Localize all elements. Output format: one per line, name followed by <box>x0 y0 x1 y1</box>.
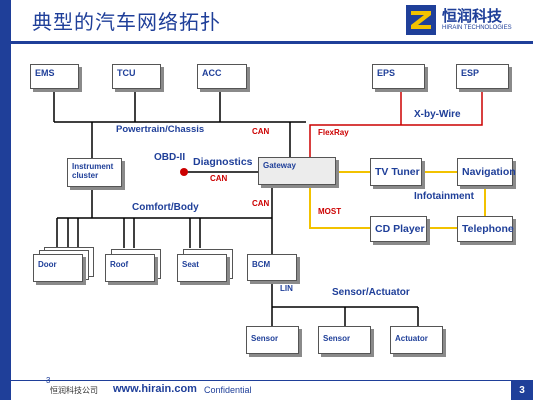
page-title: 典型的汽车网络拓扑 <box>32 10 221 34</box>
eps-node: EPS <box>372 64 425 89</box>
x-by-wire-label: X-by-Wire <box>414 109 461 120</box>
roof-label: Roof <box>110 260 129 269</box>
sensor1-label: Sensor <box>251 334 279 343</box>
flexray-bus <box>309 89 483 157</box>
actuator-node: Actuator <box>390 326 443 354</box>
can-label-1: CAN <box>252 127 270 136</box>
lin-label: LIN <box>280 284 293 293</box>
door-label: Door <box>38 260 57 269</box>
logo-name-cn: 恒润科技 <box>442 7 503 25</box>
gateway-label: Gateway <box>263 161 296 170</box>
acc-label: ACC <box>202 68 222 78</box>
can-label-2: CAN <box>210 174 228 183</box>
sensor2-label: Sensor <box>323 334 351 343</box>
roof-node: Roof <box>105 254 155 282</box>
sensor-actuator-label: Sensor/Actuator <box>332 287 410 298</box>
infotainment-label: Infotainment <box>414 191 474 202</box>
tcu-node: TCU <box>112 64 161 89</box>
acc-node: ACC <box>197 64 247 89</box>
sensor-node-2: Sensor <box>318 326 371 354</box>
most-label: MOST <box>318 207 342 216</box>
door-node: Door <box>33 254 83 282</box>
tcu-label: TCU <box>117 68 136 78</box>
cd-player-node: CD Player <box>370 216 427 242</box>
most-cd-gw <box>309 185 370 229</box>
eps-label: EPS <box>377 68 396 78</box>
ems-node: EMS <box>30 64 79 89</box>
telephone-node: Telephone <box>457 216 514 242</box>
left-accent-bar <box>0 0 11 400</box>
diagnostics-label: Diagnostics <box>193 156 253 168</box>
comfort-body-label: Comfort/Body <box>132 202 199 213</box>
can-label-3: CAN <box>252 199 270 208</box>
sensor-node-1: Sensor <box>246 326 299 354</box>
ems-label: EMS <box>35 68 55 78</box>
actuator-label: Actuator <box>395 334 428 343</box>
cd-player-label: CD Player <box>375 223 425 235</box>
footer-url-link[interactable]: www.hirain.com <box>113 383 197 395</box>
powertrain-chassis-label: Powertrain/Chassis <box>116 124 205 135</box>
esp-node: ESP <box>456 64 509 89</box>
hirain-logo-icon <box>406 5 436 35</box>
instrument-cluster-node: Instrument cluster <box>67 158 122 187</box>
obd-port-dot <box>180 168 188 176</box>
bcm-node: BCM <box>247 254 297 281</box>
footer-divider <box>11 380 533 381</box>
footer-confidential: Confidential <box>204 385 252 395</box>
navigation-label: Navigation <box>462 166 516 178</box>
title-divider <box>11 41 533 44</box>
seat-node: Seat <box>177 254 227 282</box>
tv-tuner-node: TV Tuner <box>370 158 422 186</box>
footer-company: 恒润科技公司 <box>50 386 98 395</box>
flexray-label: FlexRay <box>318 128 349 137</box>
obd-label: OBD-II <box>154 152 186 163</box>
page-number-badge: 3 <box>511 381 533 400</box>
logo-name-en: HIRAIN TECHNOLOGIES <box>442 25 512 31</box>
seat-label: Seat <box>182 260 199 269</box>
gateway-node: Gateway <box>258 157 336 185</box>
navigation-node: Navigation <box>457 158 516 186</box>
bcm-label: BCM <box>252 260 271 269</box>
footer-slide-number: 3 <box>46 376 51 385</box>
esp-label: ESP <box>461 68 480 78</box>
instrument-cluster-label: Instrument cluster <box>72 162 114 180</box>
tv-tuner-label: TV Tuner <box>375 166 420 178</box>
telephone-label: Telephone <box>462 223 514 235</box>
